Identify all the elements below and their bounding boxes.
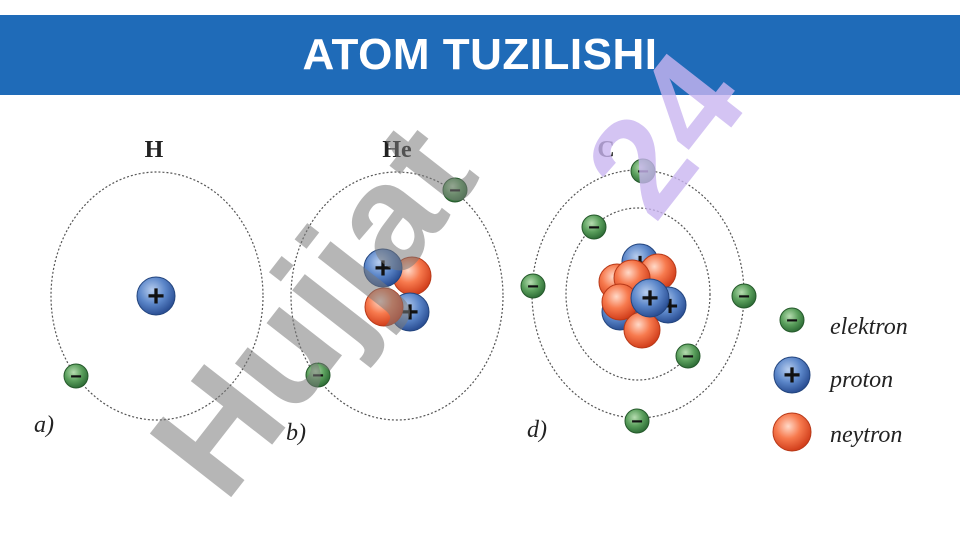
helium-electrons: − −	[305, 177, 468, 388]
panel-label-b: b)	[286, 420, 306, 446]
page-title: ATOM TUZILISHI	[302, 30, 658, 79]
electron	[442, 177, 468, 203]
proton	[136, 276, 176, 316]
electron	[520, 273, 546, 299]
proton-sign: +	[783, 359, 801, 392]
legend-label-proton: proton	[828, 367, 893, 393]
legend-label-electron: elektron	[830, 314, 908, 340]
legend-item-proton: + proton	[773, 356, 893, 394]
electron	[675, 343, 701, 369]
electron	[630, 158, 656, 184]
atom-symbol-he: He	[382, 137, 412, 163]
orbit-he	[290, 171, 504, 421]
helium-nucleus: + +	[363, 248, 432, 332]
proton	[630, 278, 670, 318]
proton-sign: +	[641, 282, 659, 315]
electron-sign: −	[637, 161, 649, 183]
legend-label-neutron: neytron	[830, 422, 902, 448]
electron-sign: −	[786, 310, 798, 332]
legend-item-neutron: neytron	[772, 412, 902, 452]
electron-sign: −	[527, 276, 539, 298]
electron	[624, 408, 650, 434]
title-bar: ATOM TUZILISHI	[0, 15, 960, 95]
proton	[363, 248, 403, 288]
atom-symbol-c: C	[597, 137, 614, 163]
legend-item-electron: − elektron	[779, 307, 908, 340]
electron-sign: −	[312, 365, 324, 387]
atom-symbol-h: H	[145, 137, 164, 163]
proton-sign: +	[147, 280, 165, 313]
hydrogen-electron: −	[63, 363, 89, 389]
neutron-swatch	[772, 412, 812, 452]
hydrogen-nucleus: +	[136, 276, 176, 316]
neutron	[623, 311, 661, 349]
electron	[305, 362, 331, 388]
legend: − elektron + proton neytron	[772, 307, 908, 452]
proton-swatch	[773, 356, 811, 394]
electron	[731, 283, 757, 309]
electron	[63, 363, 89, 389]
electron-sign: −	[449, 180, 461, 202]
neutron	[364, 287, 404, 327]
electron-sign: −	[70, 366, 82, 388]
proton-sign: +	[401, 296, 419, 329]
electron-sign: −	[631, 411, 643, 433]
carbon-nucleus: + + + +	[598, 243, 687, 349]
watermark-24: 24	[555, 24, 775, 243]
electron	[581, 214, 607, 240]
electron-sign: −	[738, 286, 750, 308]
panel-label-a: a)	[34, 412, 54, 438]
electron-sign: −	[682, 346, 694, 368]
proton-sign: +	[374, 252, 392, 285]
electron-swatch	[779, 307, 805, 333]
orbit-h	[50, 171, 264, 421]
orbit-c-inner	[565, 207, 711, 381]
panel-label-d: d)	[527, 417, 547, 443]
watermark-hujjat: Hujjat	[118, 93, 507, 525]
carbon-electrons: − − − − − −	[520, 158, 757, 434]
electron-sign: −	[588, 217, 600, 239]
